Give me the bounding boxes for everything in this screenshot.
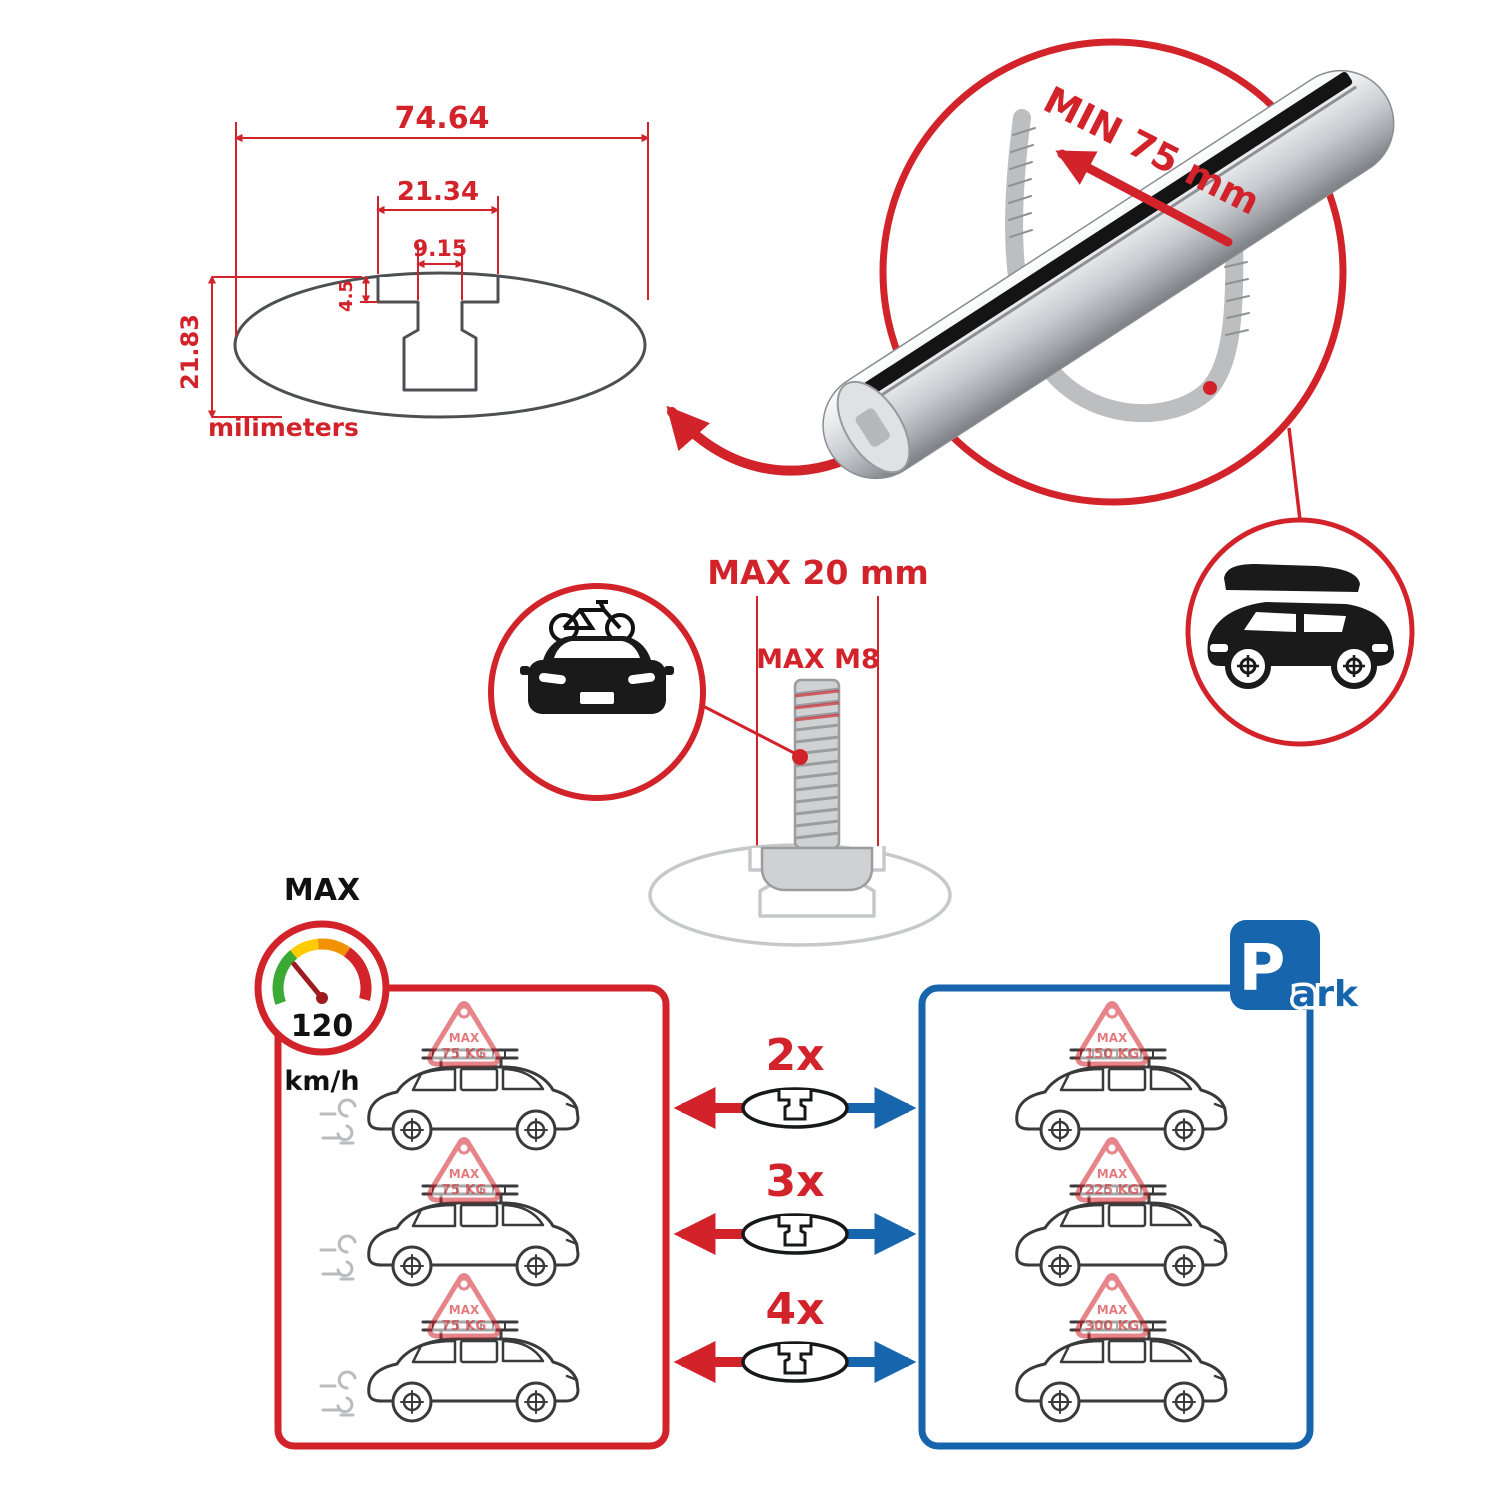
rubber-strip <box>843 72 1353 409</box>
suv-circle <box>1185 517 1415 747</box>
bolt-thread-label: MAX M8 <box>756 644 880 675</box>
dim-total-height: 21.83 <box>176 314 204 390</box>
load-sign-value: 75 KG <box>441 1318 486 1334</box>
gauge-needle <box>291 961 325 1001</box>
load-sign-title: MAX <box>1097 1167 1128 1181</box>
leader-dot-bolt <box>792 749 808 765</box>
option-row-2x: 2x <box>673 1030 917 1129</box>
crossbar-count-icon <box>741 1087 849 1129</box>
dim-extension-lines-slot-outer <box>377 196 499 274</box>
dim-slot-opening: 9.15 <box>413 237 467 262</box>
dim-lip-depth: 4.5 <box>336 280 357 312</box>
circle-connector-line <box>1287 427 1302 521</box>
load-sign-value: 75 KG <box>441 1046 486 1062</box>
load-sign-title: MAX <box>449 1303 480 1317</box>
parking-sign-suffix: ark <box>1292 974 1359 1015</box>
load-sign-value: 75 KG <box>441 1182 486 1198</box>
crossbar-render <box>822 69 1395 480</box>
load-sign-title: MAX <box>1097 1031 1128 1045</box>
car-front-circle <box>488 583 706 801</box>
gauge-units: km/h <box>284 1066 359 1097</box>
bolt-head <box>760 846 874 892</box>
pointer-arrow <box>666 405 867 476</box>
load-sign-value: 150 KG <box>1085 1046 1139 1062</box>
dim-total-width: 74.64 <box>395 101 490 136</box>
bolt-max-width-label: MAX 20 mm <box>707 553 929 592</box>
option-count-label: 2x <box>766 1030 825 1081</box>
option-row-4x: 4x <box>673 1284 917 1383</box>
parking-sign: P ark <box>1230 920 1363 1019</box>
dim-slot-outer: 21.34 <box>397 177 479 207</box>
load-sign-title: MAX <box>449 1167 480 1181</box>
gauge-arcs <box>272 938 372 1005</box>
crossbar-count-icon <box>741 1341 849 1383</box>
cross-section-diagram: 74.64 21.34 9.15 4.5 21.83 milimeters <box>176 101 650 442</box>
load-sign-title: MAX <box>1097 1303 1128 1317</box>
gauge-max-label: MAX <box>284 873 360 908</box>
load-sign-value: 300 KG <box>1085 1318 1139 1334</box>
gauge-value: 120 <box>291 1009 354 1044</box>
dim-extension-lines-slot-opening <box>417 244 463 300</box>
load-sign-value: 225 KG <box>1085 1182 1139 1198</box>
option-count-label: 3x <box>766 1156 825 1207</box>
leader-line <box>702 704 799 757</box>
option-row-3x: 3x <box>673 1156 917 1255</box>
driving-cars: MAX 75 KG MAX 75 KG MAX 75 KG <box>319 1004 580 1423</box>
option-count-label: 4x <box>766 1284 825 1335</box>
min-span-arrow <box>1055 149 1233 247</box>
units-label: milimeters <box>208 413 359 442</box>
car-with-bike-icon <box>520 600 674 714</box>
speed-gauge: MAX 120 km/h <box>254 873 390 1097</box>
leader-dot <box>1203 381 1217 395</box>
crossbar-count-icon <box>741 1213 849 1255</box>
profile-slot <box>376 277 500 392</box>
parked-cars: MAX 150 KG MAX 225 KG MAX 300 KG <box>1015 1004 1228 1423</box>
dim-extension-lines-total-height <box>212 276 362 418</box>
dim-extension-lines-total-width <box>235 122 649 336</box>
suv-with-roofbox-illustration <box>1207 564 1394 689</box>
bar-detail-circle: MIN 75 mm <box>822 38 1395 506</box>
parking-sign-square <box>1230 920 1320 1010</box>
parking-sign-letter: P <box>1239 932 1286 1006</box>
bolt-diagram: MAX 20 mm MAX M8 <box>648 553 952 947</box>
load-sign-title: MAX <box>449 1031 480 1045</box>
bolt-illustration <box>760 678 874 892</box>
